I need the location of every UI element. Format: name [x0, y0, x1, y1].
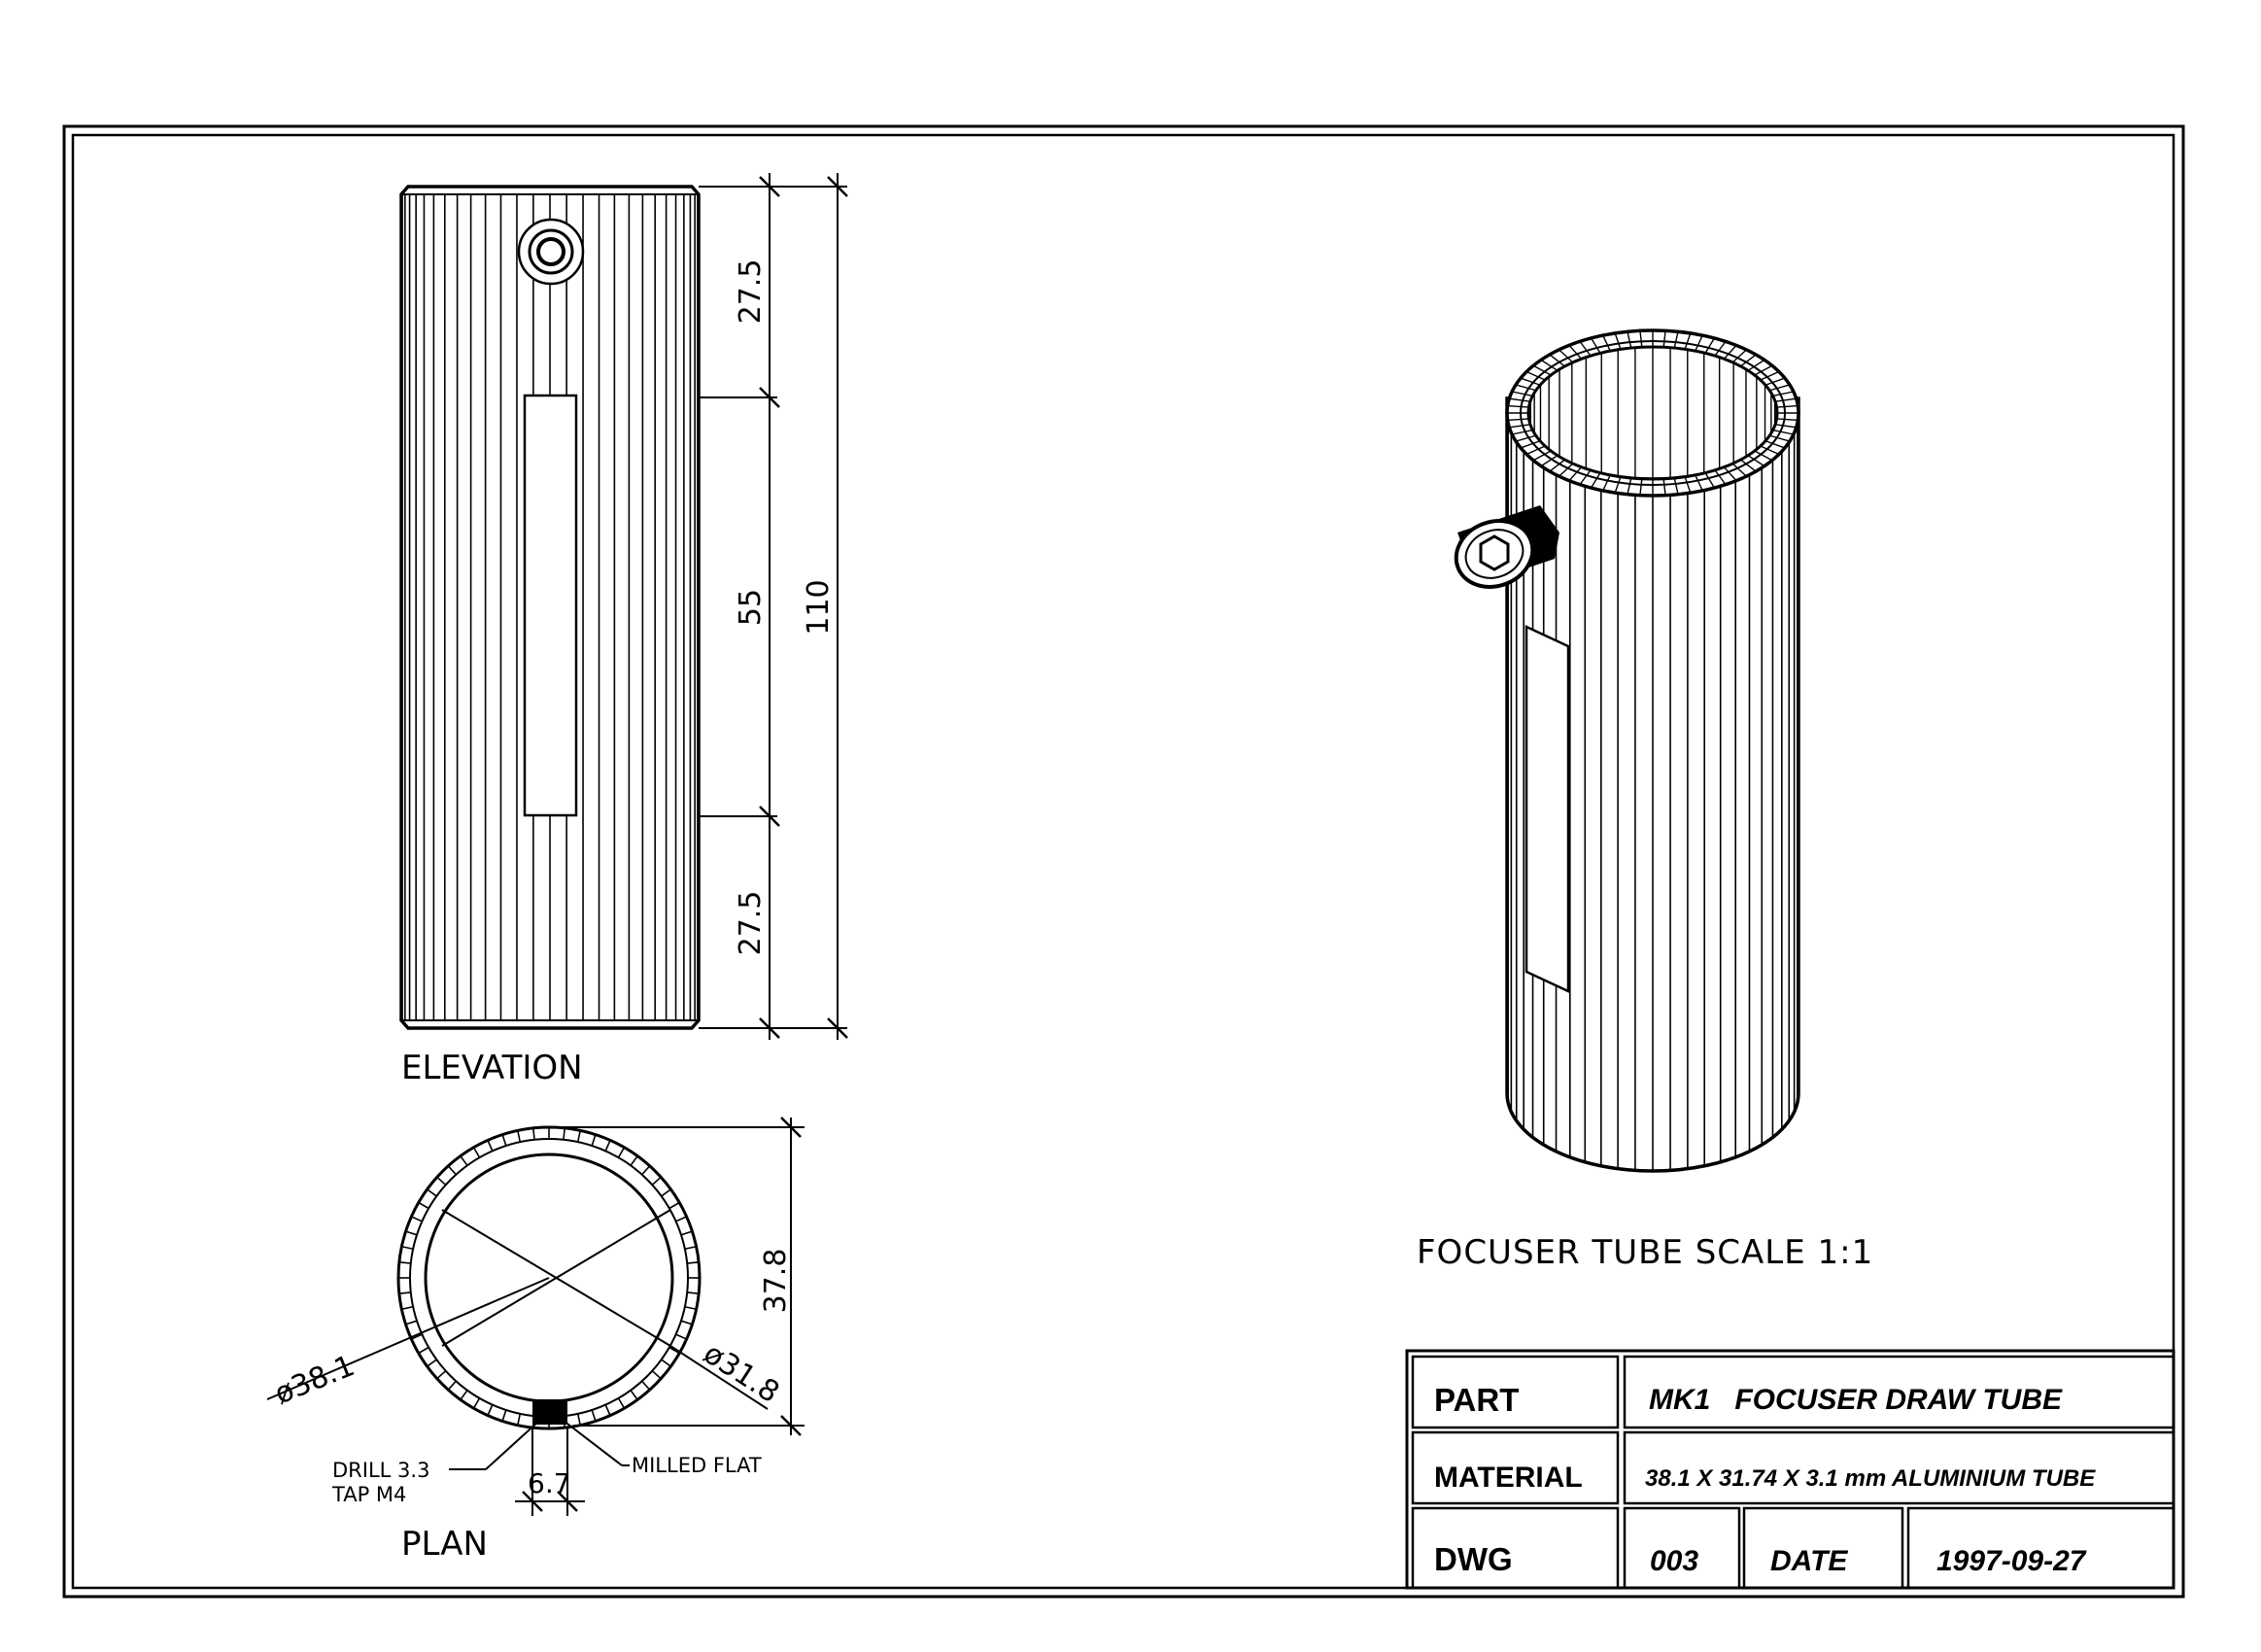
elevation-view	[399, 185, 701, 1030]
note-milled-flat: MILLED FLAT	[632, 1454, 762, 1477]
elevation-dimension-labels: 27.5 55 27.5 110	[734, 259, 836, 956]
dim-flat-width: 6.7	[528, 1467, 571, 1499]
plan-labels: 37.8 ø38.1 ø31.8 6.7 DRILL 3.3 TAP M4 MI…	[270, 1249, 793, 1564]
dim-bottom-27-5: 27.5	[734, 891, 768, 956]
dim-top-27-5: 27.5	[734, 259, 768, 325]
date-value: 1997-09-27	[1936, 1545, 2087, 1577]
elevation-dimensions	[699, 173, 848, 1040]
plan-label: PLAN	[401, 1525, 488, 1564]
dim-height-37-8: 37.8	[759, 1249, 793, 1314]
note-drill: DRILL 3.3	[332, 1459, 429, 1482]
plan-wall-hatching	[398, 1127, 700, 1428]
elevation-slot	[523, 394, 578, 817]
isometric-rim-hatching	[1507, 330, 1799, 496]
isometric-slot	[1524, 625, 1570, 993]
part-label: PART	[1434, 1382, 1519, 1418]
dim-outer-diameter: ø38.1	[270, 1349, 360, 1411]
dim-middle-55: 55	[734, 589, 768, 626]
material-label: MATERIAL	[1434, 1462, 1583, 1494]
dwg-label: DWG	[1434, 1541, 1513, 1577]
sheet-border	[62, 124, 2185, 1599]
title-block-text: PART MK1 FOCUSER DRAW TUBE MATERIAL 38.1…	[1434, 1382, 2096, 1577]
title-block	[1405, 1349, 2175, 1590]
dim-overall-110: 110	[802, 579, 836, 635]
dim-inner-diameter: ø31.8	[698, 1336, 785, 1410]
plan-view	[266, 1117, 805, 1516]
dwg-value: 003	[1650, 1545, 1698, 1577]
milled-flat	[532, 1399, 567, 1425]
note-tap: TAP M4	[331, 1483, 406, 1506]
isometric-view	[1454, 328, 1800, 1173]
drawing-title: FOCUSER TUBE SCALE 1:1	[1417, 1233, 1873, 1272]
isometric-screw	[1454, 505, 1559, 589]
elevation-screw-hole	[517, 218, 585, 286]
elevation-hatching	[401, 194, 699, 1020]
material-value: 38.1 X 31.74 X 3.1 mm ALUMINIUM TUBE	[1645, 1465, 2096, 1492]
date-label: DATE	[1770, 1545, 1848, 1577]
part-value: MK1 FOCUSER DRAW TUBE	[1649, 1384, 2063, 1416]
elevation-label: ELEVATION	[401, 1049, 583, 1087]
